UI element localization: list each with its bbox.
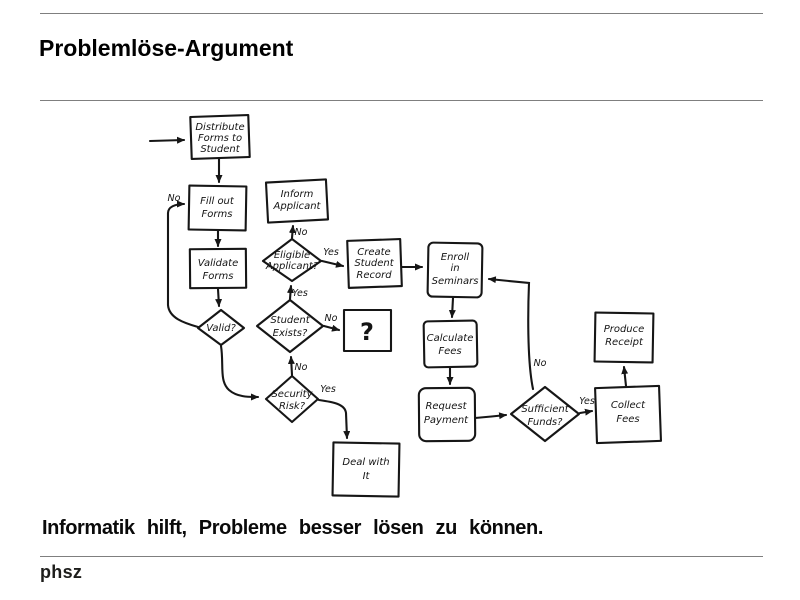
svg-text:Enroll: Enroll bbox=[441, 252, 470, 263]
svg-text:Forms: Forms bbox=[202, 209, 233, 220]
svg-text:Fees: Fees bbox=[616, 414, 639, 425]
svg-text:Produce: Produce bbox=[604, 324, 645, 335]
svg-text:Inform: Inform bbox=[281, 189, 314, 200]
svg-text:Valid?: Valid? bbox=[206, 323, 236, 334]
svg-text:Payment: Payment bbox=[424, 415, 469, 426]
flow-arrow-collect-produce bbox=[621, 365, 629, 388]
edge-label-security-yes: Yes bbox=[320, 384, 336, 395]
flow-arrow-exists-eligible bbox=[286, 284, 294, 301]
edge-label-sufficient-no: No bbox=[534, 358, 547, 369]
svg-text:Security: Security bbox=[271, 389, 313, 400]
page-title: Problemlöse-Argument bbox=[39, 35, 294, 62]
flowchart-node-produce-receipt: Produce Receipt bbox=[593, 311, 655, 364]
svg-text:Applicant?: Applicant? bbox=[265, 261, 319, 272]
flow-arrow-security-exists bbox=[287, 355, 295, 377]
edge-label-exists-no: No bbox=[325, 313, 338, 324]
flowchart-node-calculate-fees: Calculate Fees bbox=[422, 319, 479, 369]
key-statement: Informatik hilft, Probleme besser lösen … bbox=[42, 517, 543, 539]
flowchart-node-student-exists-decision: Student Exists? bbox=[255, 298, 325, 354]
svg-text:Validate: Validate bbox=[198, 258, 238, 269]
svg-text:Exists?: Exists? bbox=[273, 328, 308, 339]
flowchart-node-inform-applicant: Inform Applicant bbox=[264, 178, 330, 224]
edge-label-valid-no: No bbox=[168, 193, 181, 204]
svg-text:Seminars: Seminars bbox=[432, 276, 479, 287]
svg-text:Applicant: Applicant bbox=[273, 201, 322, 212]
flowchart-edge-labels: No No Yes Yes No No Yes No Yes bbox=[168, 193, 595, 407]
flow-arrow-start-distribute bbox=[148, 136, 186, 144]
flow-arrow-exists-unknown bbox=[322, 324, 341, 332]
svg-text:Collect: Collect bbox=[611, 400, 646, 411]
flowchart-node-valid-decision: Valid? bbox=[196, 308, 246, 347]
svg-text:Student: Student bbox=[270, 315, 310, 326]
svg-text:Deal with: Deal with bbox=[342, 457, 389, 468]
svg-text:Request: Request bbox=[425, 401, 467, 412]
svg-text:Student: Student bbox=[354, 258, 394, 269]
edge-label-security-no: No bbox=[295, 362, 308, 373]
flowchart-node-distribute-forms: Distribute Forms to Student bbox=[189, 113, 251, 161]
edge-label-sufficient-yes: Yes bbox=[579, 396, 595, 407]
svg-text:?: ? bbox=[360, 318, 374, 346]
svg-text:It: It bbox=[363, 471, 371, 482]
flowchart-node-validate-forms: Validate Forms bbox=[188, 247, 248, 290]
flow-arrow-eligible-inform bbox=[288, 224, 296, 240]
svg-text:Fees: Fees bbox=[438, 346, 461, 357]
svg-text:Risk?: Risk? bbox=[279, 401, 306, 412]
flow-arrow-request-sufficient bbox=[473, 412, 508, 420]
flowchart-node-security-risk-decision: Security Risk? bbox=[264, 374, 320, 424]
svg-text:Forms to: Forms to bbox=[198, 133, 242, 144]
flow-arrow-enroll-calculate bbox=[448, 296, 456, 319]
flow-arrow-validate-valid bbox=[215, 287, 223, 308]
flow-arrow-valid-no-loop bbox=[166, 200, 200, 329]
svg-text:Receipt: Receipt bbox=[605, 337, 644, 348]
edge-label-eligible-yes: Yes bbox=[323, 247, 339, 258]
svg-text:Fill out: Fill out bbox=[200, 196, 235, 207]
svg-text:in: in bbox=[450, 263, 459, 274]
flowchart-node-unknown: ? bbox=[342, 308, 393, 353]
svg-text:Create: Create bbox=[357, 247, 390, 258]
flowchart-node-sufficient-funds-decision: Sufficient Funds? bbox=[509, 385, 581, 443]
edge-label-eligible-no: No bbox=[295, 227, 308, 238]
header-rule-bottom bbox=[40, 100, 763, 101]
flowchart-node-deal-with-it: Deal with It bbox=[331, 441, 401, 498]
svg-text:Calculate: Calculate bbox=[427, 333, 474, 344]
svg-text:Distribute: Distribute bbox=[195, 122, 244, 133]
edge-label-exists-yes: Yes bbox=[292, 288, 308, 299]
svg-text:Record: Record bbox=[356, 270, 392, 281]
phsz-logo: phsz bbox=[40, 562, 83, 582]
flowchart-node-enroll-in-seminars: Enroll in Seminars bbox=[426, 241, 484, 299]
flowchart-node-request-payment: Request Payment bbox=[417, 386, 477, 443]
flowchart-node-collect-fees: Collect Fees bbox=[594, 384, 663, 445]
flow-arrow-sufficient-collect bbox=[578, 408, 594, 416]
flow-arrow-eligible-create bbox=[320, 259, 345, 268]
header-rule-top bbox=[40, 13, 763, 14]
svg-text:Forms: Forms bbox=[203, 271, 234, 282]
flowchart-node-eligible-applicant-decision: Eligible Applicant? bbox=[261, 237, 323, 283]
flow-arrow-security-deal bbox=[317, 398, 351, 440]
svg-text:Sufficient: Sufficient bbox=[521, 404, 569, 415]
footer-rule bbox=[40, 556, 763, 557]
flowchart-node-create-student-record: Create Student Record bbox=[346, 238, 403, 289]
flowchart-edges bbox=[148, 136, 629, 440]
flow-arrow-valid-security bbox=[219, 344, 260, 401]
svg-text:Eligible: Eligible bbox=[274, 250, 310, 261]
flow-arrow-sufficient-no-loop bbox=[487, 276, 535, 391]
svg-text:Student: Student bbox=[200, 144, 240, 155]
svg-text:Funds?: Funds? bbox=[528, 417, 564, 428]
flowchart-node-fill-out-forms: Fill out Forms bbox=[187, 184, 248, 232]
